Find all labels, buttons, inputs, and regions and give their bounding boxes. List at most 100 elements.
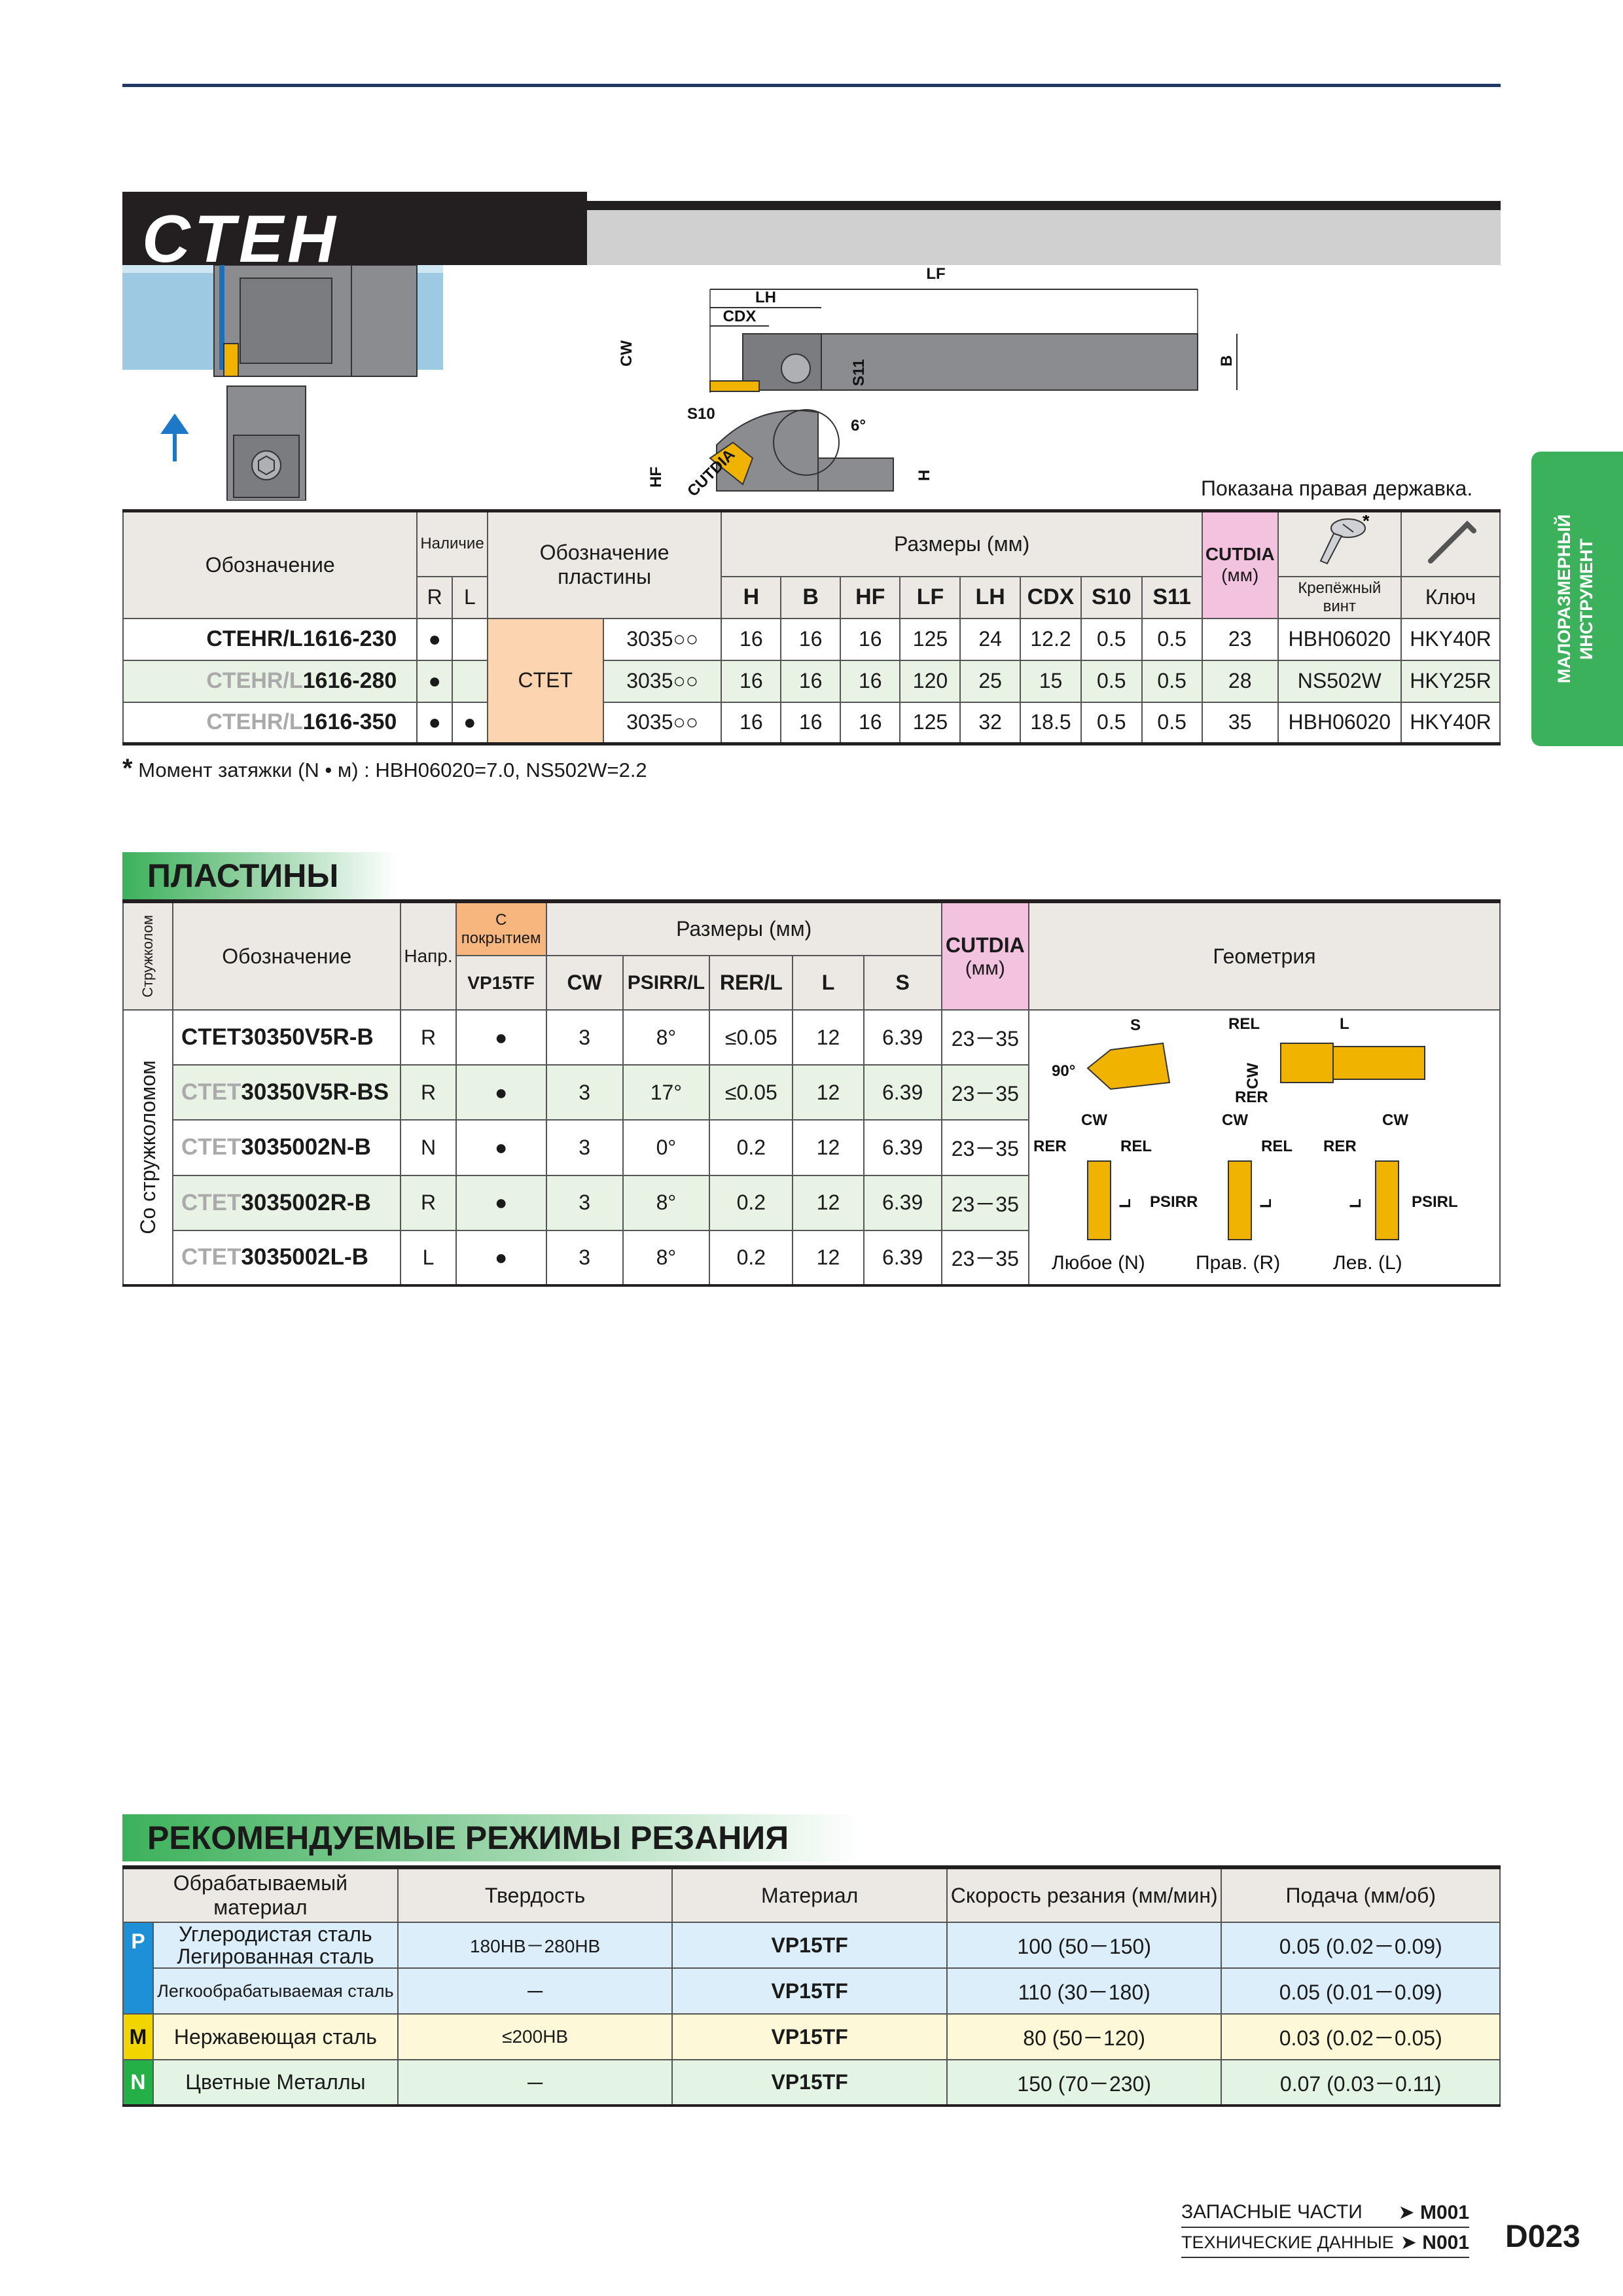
feed-value: 0.07 (0.03－0.11) [1221, 2059, 1501, 2106]
speed-value: 100 (50－150) [946, 1922, 1222, 1969]
psir-value: 8° [622, 1009, 711, 1066]
dim-cdx: CDX [723, 308, 757, 325]
insert-code: 30350V5R-BS [241, 1079, 389, 1105]
geometry-cell: S 90° CW REL L RER CW RER REL L CW [1027, 1009, 1501, 1286]
table-row[interactable]: CTEHR/L1616-230 ● CTET 3035○○ 16 16 16 1… [122, 617, 1501, 745]
geo-rer-l: RER [1323, 1138, 1357, 1155]
direction: R [400, 1009, 457, 1066]
dim-lh: 24 [959, 617, 1021, 661]
table-row[interactable]: CTET3035002L-B L ● 3 8° 0.2 12 6.39 23－3… [123, 1229, 1500, 1287]
geo-cw-l: CW [1382, 1111, 1408, 1129]
grade-value: VP15TF [671, 1922, 948, 1969]
table-row[interactable]: M Нержавеющая сталь ≤200HB VP15TF 80 (50… [122, 2013, 1501, 2060]
col-header-psir: PSIRR/L [622, 955, 711, 1011]
dim-s11: 0.5 [1141, 659, 1203, 703]
plates-section-title: ПЛАСТИНЫ [122, 852, 397, 899]
hardness-value: － [397, 2059, 673, 2106]
footer-links: ЗАПАСНЫЕ ЧАСТИ ➤ M001 ТЕХНИЧЕСКИЕ ДАННЫЕ… [1181, 2198, 1469, 2258]
screw-icon-cell: * [1277, 510, 1402, 577]
dim-s11: S11 [850, 359, 868, 386]
geo-any-label: Любое (N) [1052, 1252, 1145, 1274]
speed-value: 110 (30－180) [946, 1967, 1222, 2015]
row-prefix: CTET [181, 1189, 241, 1215]
table-row[interactable]: CTEHR/L1616-280 ● 3035○○ 16 16 16 120 25… [122, 659, 1501, 703]
title-bar: CTEH [122, 192, 1501, 276]
feed-arrow-icon [160, 413, 189, 461]
cutdia-value: 23－35 [940, 1174, 1029, 1231]
dim-h: H [916, 470, 933, 481]
cutdia-label: CUTDIA [945, 933, 1025, 957]
material-name: Цветные Металлы [152, 2059, 399, 2106]
col-header-s11: S11 [1141, 575, 1203, 619]
row-prefix: CTET [181, 1134, 241, 1160]
cutdia-value: 35 [1201, 701, 1279, 745]
geo-s: S [1130, 1016, 1141, 1034]
top-rule [122, 84, 1501, 87]
dim-hf: 16 [840, 617, 901, 661]
col-header-speed: Скорость резания (мм/мин) [946, 1867, 1222, 1923]
table-row[interactable]: Легкообрабатываемая сталь － VP15TF 110 (… [123, 1967, 1501, 2015]
torque-note: * Момент затяжки (N • м) : HBH06020=7.0,… [122, 754, 647, 783]
spare-parts-link[interactable]: ЗАПАСНЫЕ ЧАСТИ ➤ M001 [1181, 2198, 1469, 2228]
dim-cdx: 18.5 [1019, 701, 1082, 745]
holder-drawing: LF LH CDX CW S11 B S10 6° HF CUTDIA H [618, 265, 1238, 500]
grade-value: VP15TF [671, 2059, 948, 2106]
table-row[interactable]: Со стружколомом CTET30350V5R-B R ● 3 8° … [122, 1009, 1501, 1286]
cutdia-unit: (мм) [1221, 565, 1259, 586]
col-header-key: Ключ [1400, 575, 1501, 619]
dim-s10: 0.5 [1080, 659, 1143, 703]
col-header-rer: RER/L [709, 955, 794, 1011]
psir-value: 0° [622, 1119, 711, 1176]
col-header-cw: CW [545, 955, 624, 1011]
footer-link-label: ТЕХНИЧЕСКИЕ ДАННЫЕ [1181, 2232, 1394, 2252]
regimes-table: Обрабатываемый материал Твердость Матери… [122, 1865, 1501, 2107]
l-value: 12 [792, 1229, 865, 1287]
hardness-value: － [397, 1967, 673, 2015]
s-value: 6.39 [863, 1064, 942, 1121]
holder-table: Обозначение Наличие Обозначение пластины… [122, 509, 1501, 745]
table-row[interactable]: P Углеродистая сталь Легированная сталь … [122, 1922, 1501, 2015]
stock-l [452, 617, 488, 661]
insert-shape [709, 380, 760, 392]
group-label: Со стружколомом [135, 1060, 160, 1234]
geo-l-top: L [1340, 1015, 1349, 1033]
cutdia-value: 23－35 [940, 1009, 1029, 1066]
geo-rer-top: RER [1235, 1088, 1268, 1106]
table-row[interactable]: N Цветные Металлы － VP15TF 150 (70－230) … [122, 2059, 1501, 2106]
table-row[interactable]: CTET3035002N-B N ● 3 0° 0.2 12 6.39 23－3… [123, 1119, 1500, 1176]
key-code: HKY40R [1400, 701, 1501, 745]
direction: R [400, 1064, 457, 1121]
insert-code: 3035○○ [602, 617, 722, 661]
geo-rel-r: REL [1261, 1138, 1293, 1155]
dim-cdx: 15 [1019, 659, 1082, 703]
col-header-cdx: CDX [1019, 575, 1082, 619]
col-header-hardness: Твердость [397, 1867, 673, 1923]
arrow-icon: ➤ [1398, 2201, 1415, 2223]
geo-cw-n: CW [1081, 1111, 1107, 1129]
geo-psirl: PSIRL [1412, 1193, 1458, 1211]
geo-l-n: L [1116, 1198, 1134, 1208]
dim-lh: 32 [959, 701, 1021, 745]
col-header-cutdia: CUTDIA (мм) [940, 901, 1029, 1011]
dim-cw: CW [618, 340, 635, 367]
col-header-material: Обрабатываемый материал [122, 1867, 399, 1923]
geo-right-label: Прав. (R) [1196, 1252, 1280, 1274]
col-header-designation: Обозначение [171, 901, 402, 1011]
col-header-grade: VP15TF [455, 955, 547, 1011]
side-tab[interactable] [1531, 452, 1623, 746]
key-code: HKY40R [1400, 617, 1501, 661]
cutdia-value: 23－35 [940, 1119, 1029, 1176]
tech-data-link[interactable]: ТЕХНИЧЕСКИЕ ДАННЫЕ ➤ N001 [1181, 2228, 1469, 2258]
stock-l [452, 659, 488, 703]
col-header-grade: Материал [671, 1867, 948, 1923]
dim-s11: 0.5 [1141, 617, 1203, 661]
table-row[interactable]: CTEHR/L1616-350 ● ● 3035○○ 16 16 16 125 … [122, 701, 1501, 745]
holder-code: 1616-280 [302, 668, 397, 693]
dim-hf: 16 [840, 701, 901, 745]
grade-value: VP15TF [671, 1967, 948, 2015]
cw-value: 3 [545, 1064, 624, 1121]
geo-angle: 90° [1052, 1062, 1075, 1080]
dim-lh: LH [755, 289, 776, 306]
dim-h: 16 [721, 659, 782, 703]
hardness-value: 180HB－280HB [397, 1922, 673, 1969]
